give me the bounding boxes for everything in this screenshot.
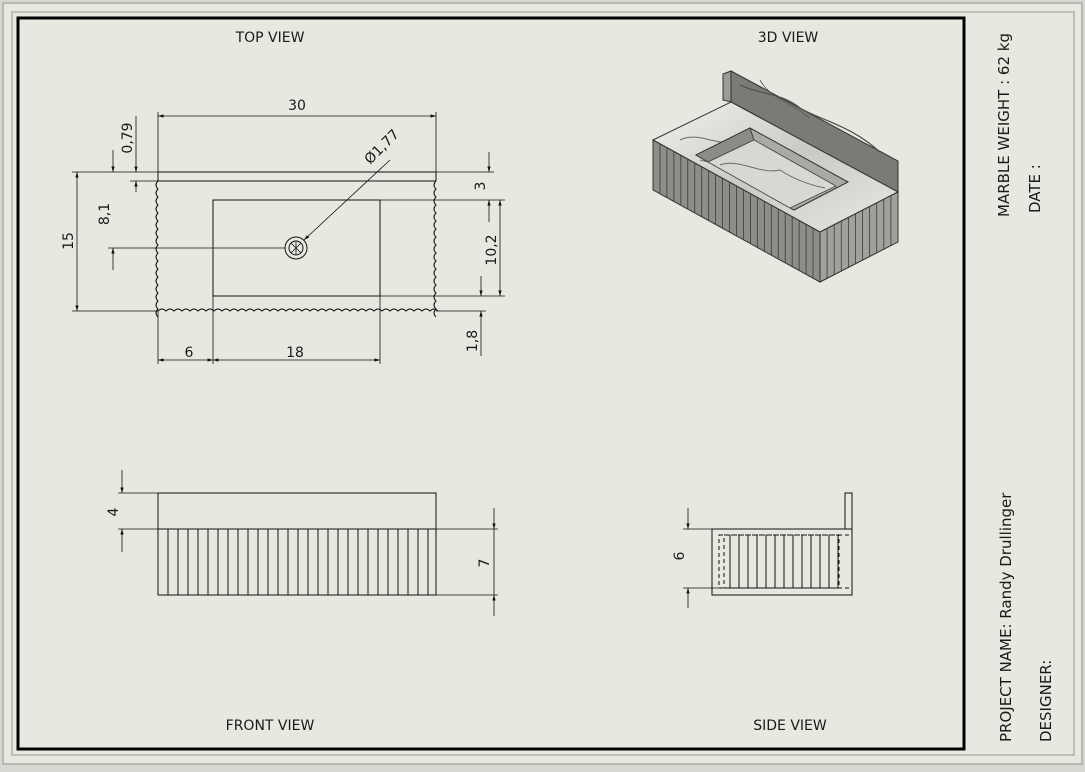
side-view-dimensions (683, 508, 722, 608)
dim-1-8: 1,8 (465, 330, 481, 352)
dim-0-79: 0,79 (120, 122, 136, 153)
3d-view (651, 70, 900, 283)
dim-side-6: 6 (672, 551, 688, 560)
inner-border (11, 11, 1075, 756)
side-view-flutes (729, 535, 839, 588)
marble-weight-label: MARBLE WEIGHT : 62 kg (995, 33, 1013, 217)
side-view (711, 492, 853, 596)
front-view-dimensions (118, 470, 498, 616)
dim-8-1: 8,1 (97, 203, 113, 225)
fluted-side-face (819, 191, 899, 283)
dim-15: 15 (61, 232, 77, 250)
designer-label: DESIGNER: (1037, 660, 1055, 742)
dim-4: 4 (106, 507, 122, 516)
dim-30: 30 (288, 98, 306, 114)
project-name-label: PROJECT NAME: Randy Drullinger (997, 492, 1015, 742)
top-view-dimensions (72, 112, 505, 364)
dim-7: 7 (477, 559, 493, 568)
dim-10-2: 10,2 (484, 234, 500, 265)
front-view (157, 492, 437, 596)
date-label: DATE : (1026, 164, 1044, 213)
scalloped-edge-right (433, 180, 437, 318)
dim-6: 6 (185, 345, 194, 361)
title-block: MARBLE WEIGHT : 62 kg DATE : PROJECT NAM… (995, 33, 1055, 742)
dim-18: 18 (286, 345, 304, 361)
top-view-title: TOP VIEW (235, 30, 305, 46)
front-view-title: FRONT VIEW (226, 718, 315, 734)
scalloped-edge-bottom (157, 308, 439, 312)
3d-view-title: 3D VIEW (758, 30, 819, 46)
front-view-flutes (167, 529, 429, 595)
dim-3: 3 (473, 182, 489, 191)
drawing-frame (16, 16, 966, 751)
side-view-title: SIDE VIEW (753, 718, 827, 734)
scalloped-edge-left (155, 180, 159, 318)
